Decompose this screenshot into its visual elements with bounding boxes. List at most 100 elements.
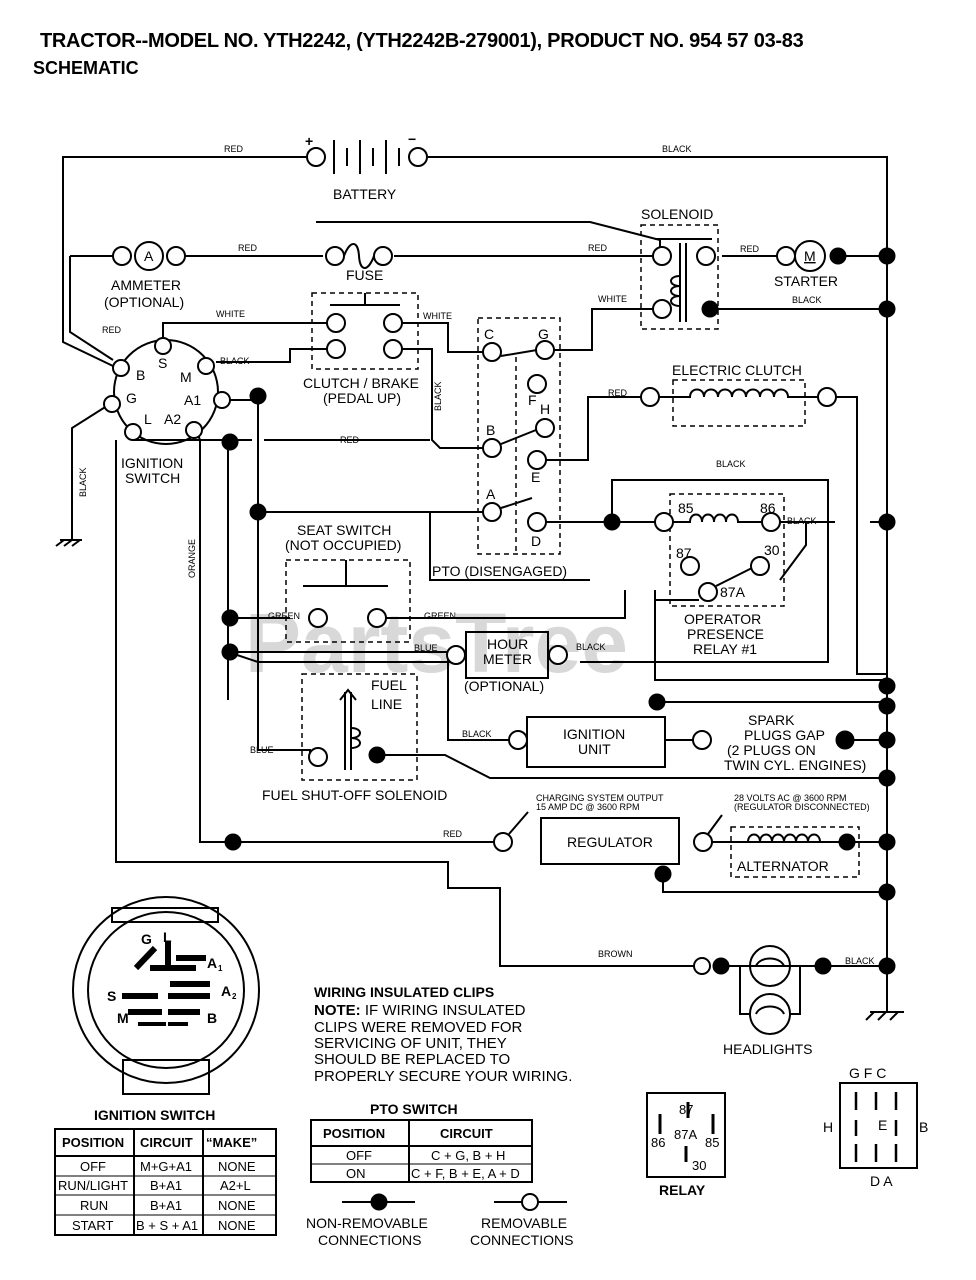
ign-row-4-circuit: B + S + A1 [136,1218,198,1233]
relay-pin-87a-label: 87A [674,1127,697,1142]
relay-pin-85-label: 85 [705,1135,719,1150]
pto-switch: C G F H B E A D PTO (DISENGAGED) [432,317,567,579]
ignition-unit-label-1: IGNITION [563,726,625,742]
wire-label-black: BLACK [787,516,817,526]
note-label: NOTE: [314,1002,361,1019]
ignition-switch-table: IGNITION SWITCH POSITION CIRCUIT “MAKE” … [54,1107,277,1236]
relay-pin-86: 86 [760,500,776,516]
svg-text:NOTE: IF WIRING INSULATED: NOTE: IF WIRING INSULATED [314,1002,526,1019]
regulator: REGULATOR CHARGING SYSTEM OUTPUT 15 AMP … [493,793,870,883]
ammeter: A AMMETER (OPTIONAL) [104,241,186,310]
wire-label-red: RED [443,829,463,839]
charging-output-2: 15 AMP DC @ 3600 RPM [536,802,640,812]
page-subtitle: SCHEMATIC [33,58,139,78]
fuel-line-label-1: FUEL [371,677,407,693]
relay-pin-86-label: 86 [651,1135,665,1150]
ammeter-label: AMMETER [111,277,181,293]
pto-pinout-left: H [823,1119,833,1135]
wire-label-black: BLACK [716,459,746,469]
pto-switch-table: PTO SWITCH POSITION CIRCUIT OFF C + G, B… [310,1101,533,1183]
ign-row-4-position: START [72,1218,113,1233]
fuse-label: FUSE [346,267,383,283]
ign-switch-label-2: SWITCH [125,470,180,486]
face-b: B [207,1010,217,1026]
note-line-1: IF WIRING INSULATED [361,1002,526,1019]
wire-label-white: WHITE [216,309,245,319]
wire-label-blue: BLUE [414,643,438,653]
regulator-label: REGULATOR [567,834,653,850]
ign-row-4-make: NONE [218,1218,256,1233]
ign-row-1-position: OFF [80,1159,106,1174]
pto-pinout-top: G F C [849,1065,886,1081]
relay-label-1: OPERATOR [684,611,761,627]
note-line-5: PROPERLY SECURE YOUR WIRING. [314,1068,572,1085]
ignition-switch-face: G L A 1 A 2 S M B [72,896,260,1095]
ign-terminal-l: L [144,411,152,427]
pto-terminal-e: E [531,469,540,485]
pto-pinout-center: E [878,1117,887,1133]
relay-label-2: PRESENCE [687,626,764,642]
pto-table-header-position: POSITION [323,1126,385,1141]
ign-terminal-b: B [136,367,145,383]
wire-label-blue: BLUE [250,745,274,755]
ign-row-3-make: NONE [218,1198,256,1213]
headlights: HEADLIGHTS [693,945,832,1057]
ign-table-header-make: “MAKE” [206,1135,257,1150]
ign-row-1-circuit: M+G+A1 [140,1159,192,1174]
seat-switch-label-2: (NOT OCCUPIED) [285,537,401,553]
ign-table-title: IGNITION SWITCH [94,1107,215,1123]
solenoid: SOLENOID [640,206,719,330]
pto-pinout-bottom: D A [870,1173,893,1189]
wire-label-red: RED [588,243,608,253]
page-title: TRACTOR--MODEL NO. YTH2242, (YTH2242B-27… [40,30,804,52]
headlights-label: HEADLIGHTS [723,1041,812,1057]
ign-row-1-make: NONE [218,1159,256,1174]
clutch-brake-switch: CLUTCH / BRAKE (PEDAL UP) [303,292,419,406]
wire-label-red: RED [224,144,244,154]
spark-label-2: PLUGS GAP [744,727,825,743]
clutch-brake-label-1: CLUTCH / BRAKE [303,375,419,391]
wire-label-white: WHITE [423,311,452,321]
ign-table-header-position: POSITION [62,1135,124,1150]
pto-terminal-c: C [484,326,494,342]
battery-label: BATTERY [333,186,397,202]
wire-label-red: RED [238,243,258,253]
ignition-unit-label-2: UNIT [578,741,611,757]
ign-row-3-circuit: B+A1 [150,1198,182,1213]
relay-pin-87a: 87A [720,584,746,600]
hour-meter-label-2: METER [483,651,532,667]
note-line-2: CLIPS WERE REMOVED FOR [314,1019,523,1036]
wire-label-black: BLACK [792,295,822,305]
wire-label-red: RED [608,388,628,398]
fuse: FUSE [325,243,393,283]
pto-terminal-a: A [486,486,496,502]
spark-label-4: TWIN CYL. ENGINES) [724,757,866,773]
pto-label: PTO (DISENGAGED) [432,563,567,579]
battery-minus: − [408,131,416,147]
pto-terminal-b: B [486,422,495,438]
pto-row-2-circuit: C + F, B + E, A + D [411,1166,520,1181]
wire-label-black: BLACK [662,144,692,154]
wire-label-black: BLACK [845,956,875,966]
pto-pinout: G F C H B E D A [823,1065,928,1189]
relay-pin-30: 30 [764,542,780,558]
ign-terminal-m: M [180,369,192,385]
face-a1: A [207,955,217,971]
alternator: ALTERNATOR [730,826,860,878]
wire-label-black: BLACK [78,467,88,497]
hour-meter-optional: (OPTIONAL) [464,678,544,694]
pto-terminal-d: D [531,533,541,549]
wire-label-red: RED [102,325,122,335]
ignition-unit: IGNITION UNIT [508,716,712,768]
pto-terminal-f: F [528,392,537,408]
face-a2-sub: 2 [232,992,237,1001]
pto-table-header-circuit: CIRCUIT [440,1126,493,1141]
ammeter-symbol: A [144,248,154,264]
hour-meter: HOUR METER (OPTIONAL) [446,631,568,694]
spark-plugs: SPARK PLUGS GAP (2 PLUGS ON TWIN CYL. EN… [724,712,866,773]
hour-meter-label-1: HOUR [487,636,528,652]
junction-dots [221,247,896,975]
face-l: L [163,929,172,945]
relay-pin-85: 85 [678,500,694,516]
